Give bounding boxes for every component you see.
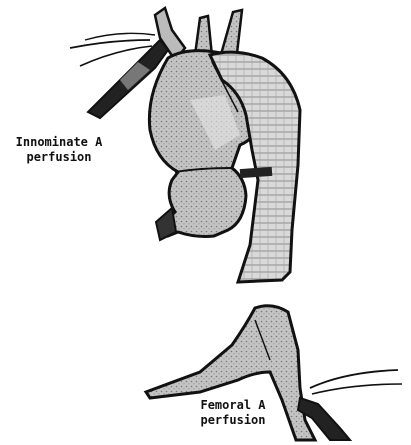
innominate-label-line-1: Innominate A xyxy=(10,135,108,150)
femoral-label-line-2: perfusion xyxy=(196,413,270,428)
innominate-label-line-2: perfusion xyxy=(10,150,108,165)
innominate-perfusion-label: Innominate A perfusion xyxy=(10,135,108,165)
femoral-perfusion-label: Femoral A perfusion xyxy=(196,398,270,428)
femoral-label-line-1: Femoral A xyxy=(196,398,270,413)
femoral-cannula xyxy=(298,370,402,440)
